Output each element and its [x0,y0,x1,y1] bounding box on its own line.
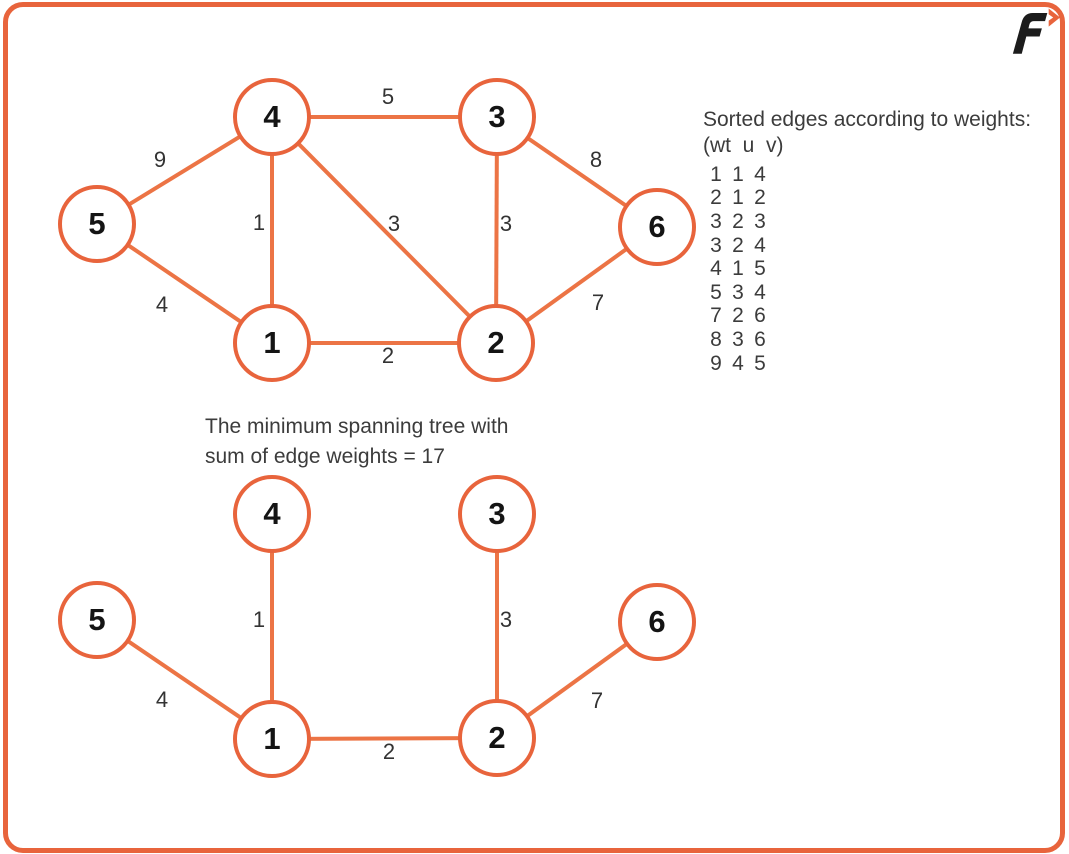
mst-edge-weight-1-2: 2 [382,739,396,764]
edge-v: 3 [754,209,766,233]
sorted-edges-panel: Sorted edges according to weights: (wt u… [703,106,1031,375]
mst-node-6: 6 [618,583,696,661]
edge-weight-2-6: 7 [591,290,605,315]
sorted-edges-header: (wt u v) [703,134,784,157]
edge-wt: 7 [710,304,722,328]
mst-node-2: 2 [458,699,536,777]
edge-wt: 5 [710,280,722,304]
edge-weight-4-3: 5 [381,84,395,109]
edge-v: 5 [754,257,766,281]
graph-node-3: 3 [458,78,536,156]
top-graph-edge-lines [95,115,659,345]
brand-logo-f-icon [1012,8,1060,54]
graph-node-1: 1 [233,304,311,382]
edge-wt: 3 [710,233,722,257]
edge-weight-5-1: 4 [155,292,169,317]
edge-weight-1-2: 2 [381,343,395,368]
mst-edge-weight-4-1: 1 [252,607,266,632]
edge-weight-5-4: 9 [153,147,167,172]
edge-v: 4 [754,162,766,186]
brand-logo [1002,8,1060,56]
edge-u: 4 [732,351,744,375]
edge-4-2 [270,115,498,345]
edge-u: 2 [732,304,744,328]
mst-caption: The minimum spanning tree with sum of ed… [205,412,508,472]
edge-v: 4 [754,233,766,257]
graph-node-6: 6 [618,188,696,266]
mst-edge-weight-5-1: 4 [155,687,169,712]
edge-u: 1 [732,257,744,281]
edge-wt: 8 [710,327,722,351]
edge-weight-4-2: 3 [387,211,401,236]
mst-edge-weight-2-6: 7 [590,688,604,713]
graph-node-4: 4 [233,78,311,156]
edge-v: 5 [754,351,766,375]
sorted-edges-title: Sorted edges according to weights: [703,108,1032,131]
mst-node-1: 1 [233,700,311,778]
edge-v: 6 [754,304,766,328]
mst-node-5: 5 [58,581,136,659]
edge-u: 2 [732,209,744,233]
mst-caption-line2: sum of edge weights = 17 [205,445,445,468]
mst-edge-weight-3-2: 3 [499,607,513,632]
edge-u: 3 [732,327,744,351]
edge-wt: 1 [710,162,722,186]
edge-u: 1 [732,162,744,186]
edge-weight-3-2: 3 [499,211,513,236]
edge-u: 2 [732,233,744,257]
edge-weight-4-1: 1 [252,210,266,235]
mst-edge-lines [95,514,659,741]
edge-u: 3 [732,280,744,304]
edge-v: 4 [754,280,766,304]
graph-node-5: 5 [58,185,136,263]
edge-u: 1 [732,186,744,210]
edge-wt: 4 [710,257,722,281]
edge-wt: 2 [710,186,722,210]
mst-node-3: 3 [458,475,536,553]
mst-caption-line1: The minimum spanning tree with [205,415,509,438]
edge-v: 6 [754,327,766,351]
graph-node-2: 2 [457,304,535,382]
edge-weight-3-6: 8 [589,147,603,172]
mst-node-4: 4 [233,475,311,553]
edge-v: 2 [754,186,766,210]
edge-wt: 3 [710,209,722,233]
edge-wt: 9 [710,351,722,375]
